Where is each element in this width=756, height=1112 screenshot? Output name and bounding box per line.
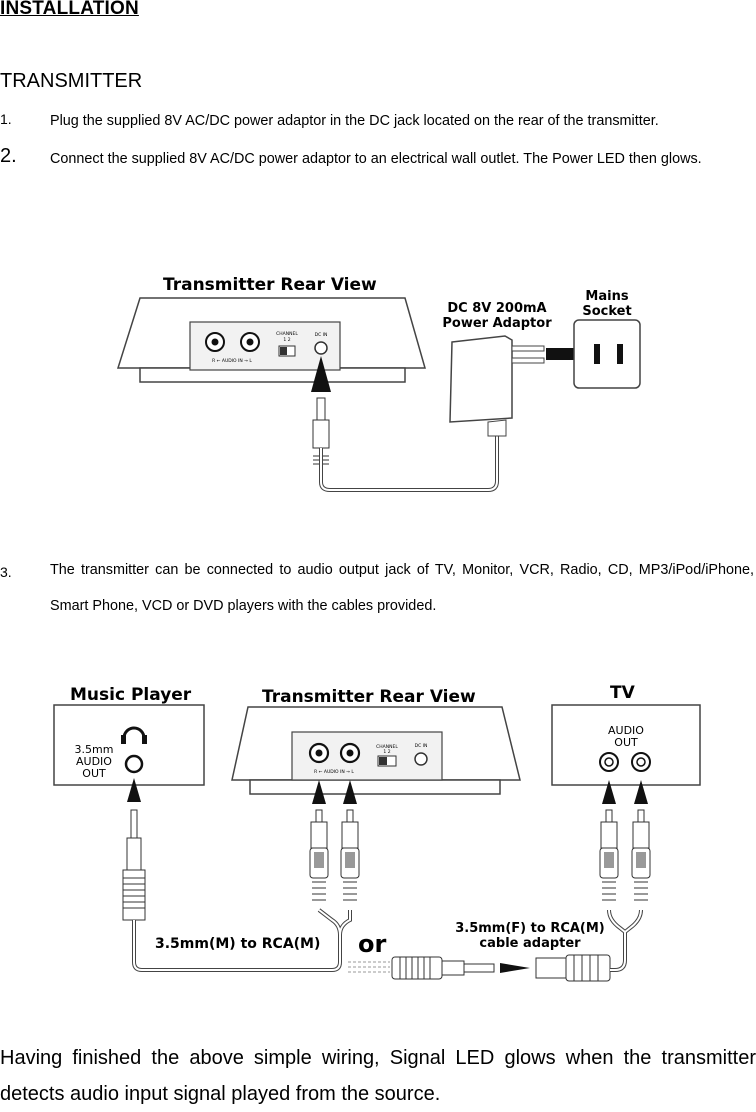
adaptor-label: DC 8V 200mA — [447, 301, 546, 316]
channel-numbers: 1 2 — [383, 749, 390, 755]
step-text: Plug the supplied 8V AC/DC power adaptor… — [50, 113, 659, 129]
headphone-jack — [124, 754, 144, 774]
arrow-right-icon — [500, 963, 530, 973]
audio-in-label: R ← AUDIO IN → L — [314, 769, 354, 775]
channel-label: CHANNEL — [276, 331, 298, 337]
music-player-box — [53, 704, 205, 786]
step-number: 1. — [0, 111, 12, 127]
power-adaptor — [449, 335, 513, 423]
arrow-up-icon — [343, 780, 357, 804]
dc-in-label: DC IN — [415, 743, 428, 749]
socket-label: Socket — [582, 304, 631, 319]
cable-label: 3.5mm(M) to RCA(M) — [155, 936, 320, 952]
music-player-title: Music Player — [70, 685, 192, 705]
arrow-up-icon — [127, 778, 141, 802]
adapter-label: 3.5mm(F) to RCA(M) — [455, 921, 605, 936]
rca-plug — [599, 809, 619, 901]
diagram-title: Transmitter Rear View — [262, 687, 476, 707]
step-text: The transmitter can be connected to audi… — [50, 562, 754, 614]
power-connection-diagram: Transmitter Rear View R ← AUDIO IN → L C… — [116, 275, 641, 492]
adaptor-label: Power Adaptor — [442, 316, 552, 331]
tv-audio-out-label: OUT — [614, 736, 638, 749]
mains-socket — [573, 319, 641, 389]
rca-plug — [309, 809, 329, 901]
subsection-heading: TRANSMITTER — [0, 70, 143, 92]
adapter-socket — [565, 954, 611, 982]
audio-out-label: AUDIO — [76, 755, 112, 768]
headphones-icon — [122, 726, 146, 739]
channel-label: CHANNEL — [376, 744, 398, 750]
rca-plug — [340, 809, 360, 901]
section-heading: INSTALLATION — [0, 0, 139, 19]
arrow-up-icon — [602, 780, 616, 804]
diagram-title: Transmitter Rear View — [163, 275, 377, 295]
step-number: 2. — [0, 145, 17, 167]
step-number: 3. — [0, 564, 12, 580]
step-text: Connect the supplied 8V AC/DC power adap… — [50, 151, 702, 167]
dc-in-label: DC IN — [315, 332, 328, 338]
or-label: or — [358, 930, 386, 958]
arrow-up-icon — [311, 356, 331, 392]
closing-paragraph: Having finished the above simple wiring,… — [0, 1047, 756, 1105]
rca-plug — [631, 809, 651, 901]
dc-jack — [314, 341, 328, 355]
adapter-label: cable adapter — [479, 936, 581, 951]
audio-connection-diagram: Music Player 3.5mm AUDIO OUT Transmitter… — [53, 683, 701, 982]
tv-title: TV — [610, 683, 636, 703]
arrow-up-icon — [312, 780, 326, 804]
arrow-up-icon — [634, 780, 648, 804]
audio-out-label: OUT — [82, 767, 106, 780]
tv-box — [551, 704, 701, 786]
audio-in-label: R ← AUDIO IN → L — [212, 358, 252, 364]
audio-out-label: 3.5mm — [75, 743, 114, 756]
tv-audio-out-label: AUDIO — [608, 724, 644, 737]
dc-plug — [312, 419, 330, 449]
channel-numbers: 1 2 — [283, 337, 290, 343]
socket-label: Mains — [585, 289, 628, 304]
